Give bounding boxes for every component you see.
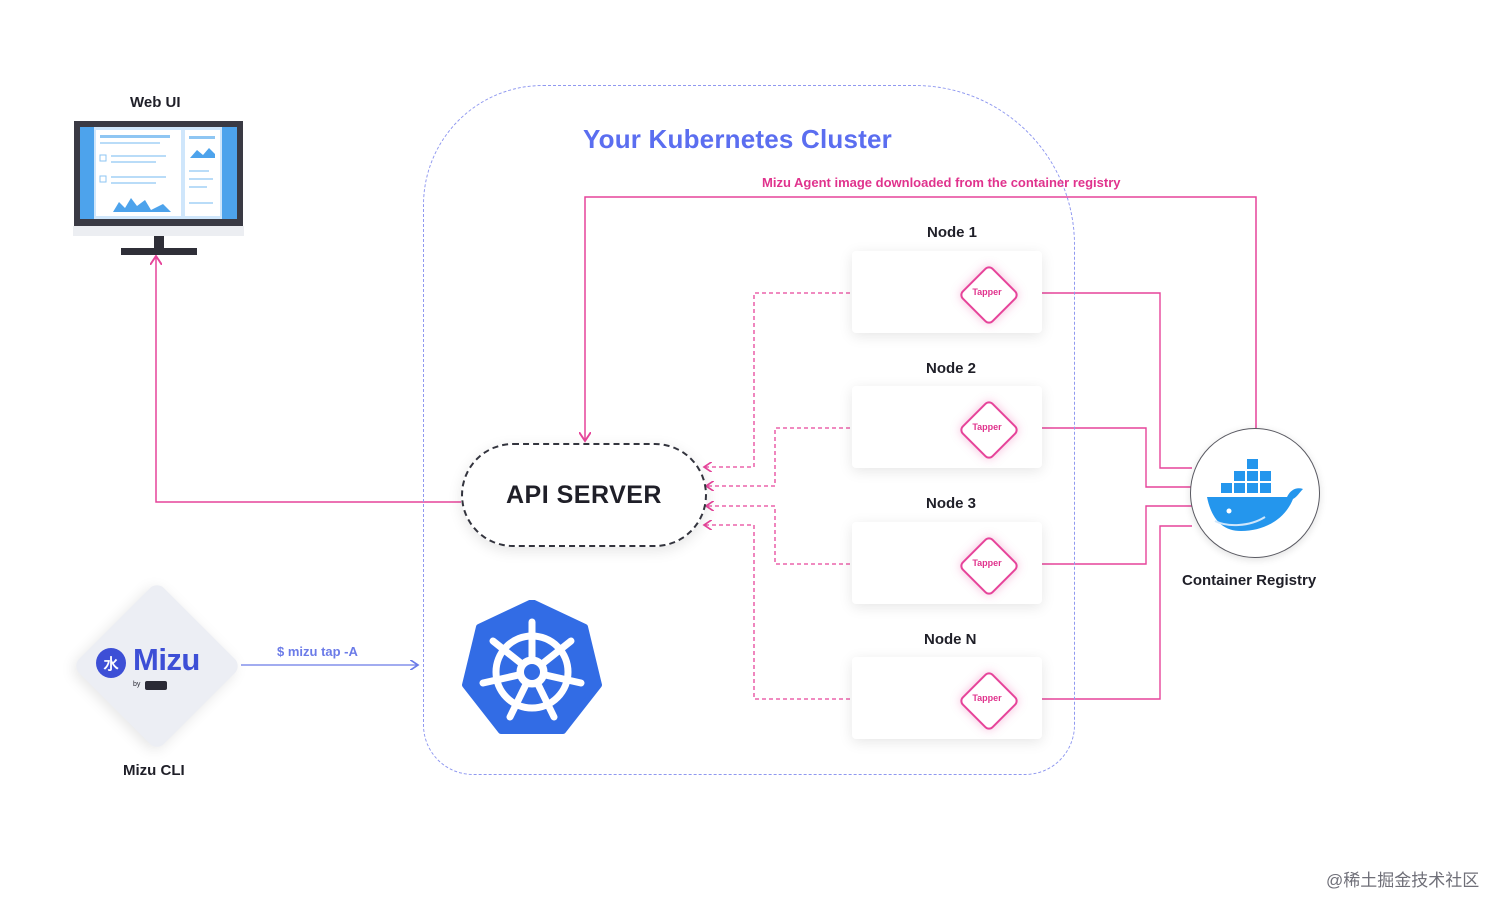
api-server: API SERVER [461,443,707,547]
tapper-label: Tapper [972,422,1002,432]
container-registry-label: Container Registry [1182,572,1317,589]
mizu-badge-text: 水 [103,655,119,673]
tapper-label: Tapper [972,287,1002,297]
agent-download-note: Mizu Agent image downloaded from the con… [762,175,1121,190]
mizu-by-text: by [133,681,141,688]
watermark: @稀土掘金技术社区 [1326,871,1480,890]
up9-logo-icon [145,681,167,690]
node-1-title: Node 1 [927,224,978,241]
mizu-cli-label: Mizu CLI [123,762,185,779]
node-2-title: Node 2 [926,360,977,377]
tapper-label: Tapper [972,693,1002,703]
kubernetes-cluster-boundary [423,85,1075,775]
node-n-title: Node N [924,631,977,648]
docker-whale-icon [1207,459,1303,531]
kubernetes-helm-icon [462,600,602,734]
cluster-title: Your Kubernetes Cluster [583,124,892,154]
node-3-title: Node 3 [926,495,977,512]
mizu-wordmark: Mizu [133,642,200,677]
tapper-label: Tapper [972,558,1002,568]
web-ui-label: Web UI [130,94,181,111]
mizu-tap-command: $ mizu tap -A [277,644,358,659]
monitor-icon [73,121,244,255]
mizu-badge-icon: 水 [96,648,126,678]
